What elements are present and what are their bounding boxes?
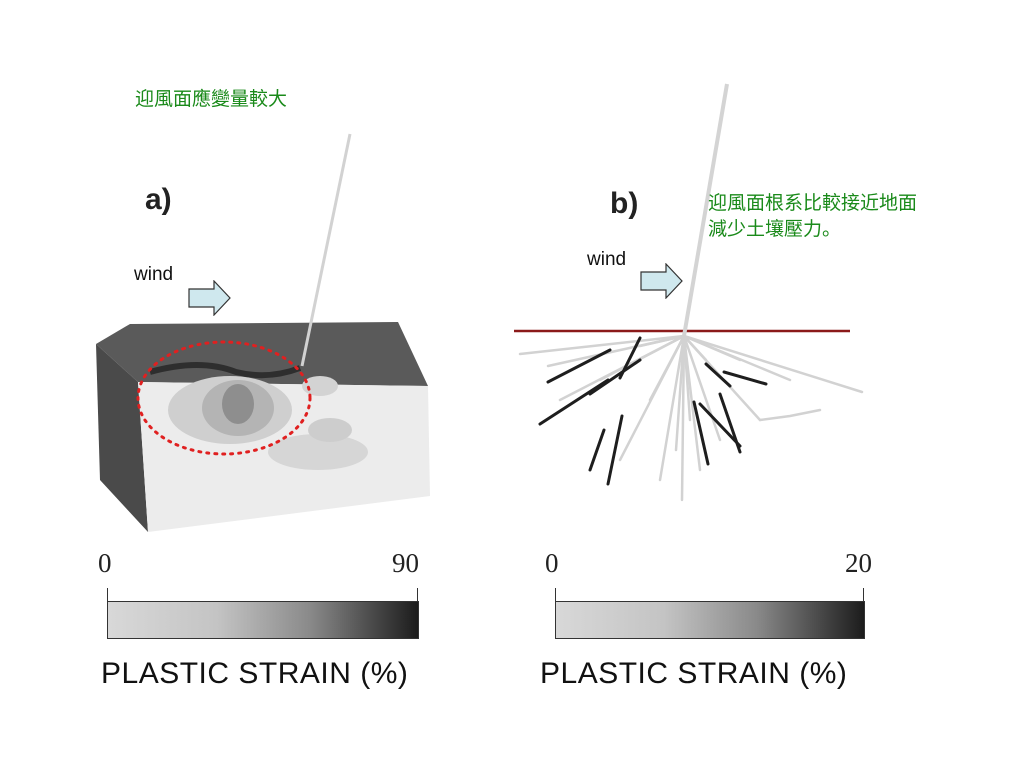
panel-b-label: b) <box>610 187 639 220</box>
panel-b-annotation-line2: 減少土壤壓力。 <box>708 218 842 240</box>
scale-b-title: PLASTIC STRAIN (%) <box>540 657 848 690</box>
colorbar-a <box>107 601 419 639</box>
colorbar-a-tick-right <box>417 588 418 602</box>
tree-trunk-b <box>682 83 729 337</box>
scale-b-min-value: 0 <box>545 548 559 578</box>
panel-a-annotation: 迎風面應變量較大 <box>135 88 288 110</box>
tree-trunk-a <box>300 133 352 367</box>
colorbar-a-tick-left <box>107 588 108 602</box>
wind-arrow-icon <box>640 263 683 299</box>
colorbar-b-tick-left <box>555 588 556 602</box>
panel-a-label: a) <box>145 183 172 216</box>
wind-b-label: wind <box>587 249 627 270</box>
soil-block <box>96 133 430 532</box>
soil-block-top-face <box>96 322 428 386</box>
scale-a-max-value: 90 <box>392 548 419 578</box>
scale-a-min-value: 0 <box>98 548 112 578</box>
scale-b-max-value: 20 <box>845 548 872 578</box>
strain-contours <box>149 362 368 470</box>
dark-roots <box>538 336 768 486</box>
wind-a-label: wind <box>134 264 174 285</box>
wind-arrow-icon <box>188 280 231 316</box>
soil-block-left-face <box>96 344 148 532</box>
scale-a-title: PLASTIC STRAIN (%) <box>101 657 409 690</box>
root-system <box>514 83 864 502</box>
panel-b-annotation: 迎風面根系比較接近地面 減少土壤壓力。 <box>708 190 917 242</box>
colorbar-b-tick-right <box>863 588 864 602</box>
light-roots <box>518 334 864 502</box>
panel-b-annotation-line1: 迎風面根系比較接近地面 <box>708 192 918 214</box>
colorbar-b <box>555 601 865 639</box>
windward-highlight-ellipse <box>136 340 312 456</box>
